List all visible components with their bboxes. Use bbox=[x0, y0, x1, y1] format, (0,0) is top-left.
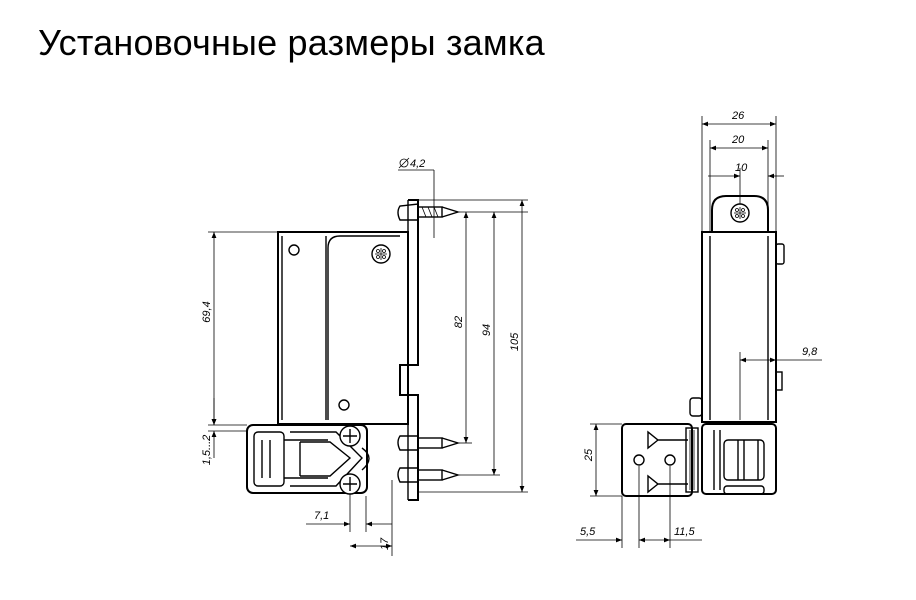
screw-icon bbox=[339, 425, 361, 447]
dim-25: 25 bbox=[583, 448, 595, 462]
front-view bbox=[208, 169, 528, 556]
dim-82: 82 bbox=[453, 316, 465, 328]
bracket-hole-left bbox=[633, 454, 645, 466]
bracket-hole-right bbox=[664, 454, 676, 466]
body-hole-top bbox=[288, 244, 300, 256]
dim-hole-diameter: 4,2 bbox=[410, 158, 425, 170]
latch-assembly bbox=[246, 424, 370, 495]
dim-26: 26 bbox=[731, 110, 745, 122]
dim-7-1: 7,1 bbox=[314, 510, 329, 522]
diameter-icon bbox=[399, 158, 409, 168]
dim-105: 105 bbox=[509, 332, 521, 351]
dim-20: 20 bbox=[731, 134, 745, 146]
dim-10: 10 bbox=[735, 162, 748, 174]
side-view bbox=[576, 116, 822, 548]
body-hole-bottom bbox=[338, 399, 350, 411]
dim-94: 94 bbox=[481, 324, 493, 336]
screw-icon bbox=[371, 244, 391, 264]
dimension-labels: 4,2 82 94 105 69,4 1,5...2 7,1 17 26 20 … bbox=[201, 110, 818, 550]
dim-9-8: 9,8 bbox=[802, 346, 818, 358]
page-title: Установочные размеры замка bbox=[38, 22, 545, 63]
screw-icon bbox=[730, 203, 750, 223]
dim-gap: 1,5...2 bbox=[201, 435, 213, 466]
dim-69-4: 69,4 bbox=[201, 301, 213, 322]
dim-5-5: 5,5 bbox=[580, 526, 596, 538]
lock-body bbox=[277, 231, 409, 425]
screw-icon bbox=[339, 473, 361, 495]
dim-17: 17 bbox=[379, 537, 391, 550]
side-dimensions bbox=[576, 116, 822, 548]
dim-11-5: 11,5 bbox=[674, 526, 695, 538]
front-dimensions bbox=[208, 169, 528, 556]
